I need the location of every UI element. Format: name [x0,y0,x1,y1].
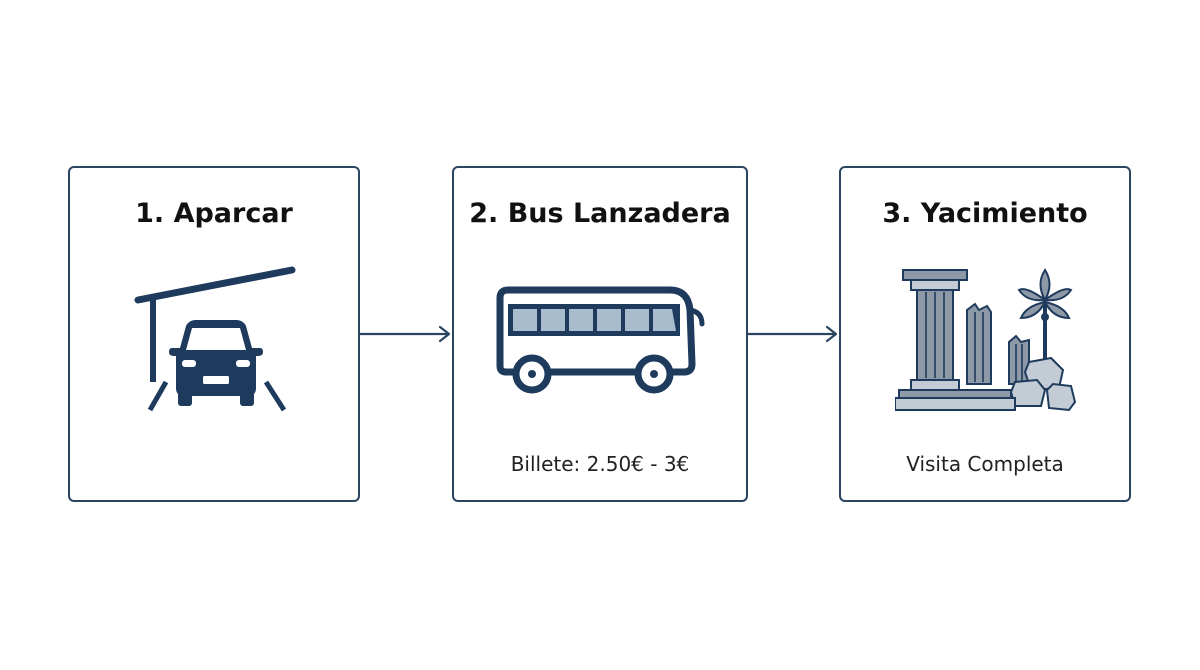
ruins-columns-icon [895,268,1077,412]
carport-car-icon [134,266,296,412]
step-card-parking: 1. Aparcar [68,166,360,502]
step-caption-ticket-price: Billete: 2.50€ - 3€ [510,452,690,476]
step-title-archaeological-site: 3. Yacimiento [882,198,1088,229]
step-title-shuttle-bus: 2. Bus Lanzadera [469,198,731,229]
step-caption-full-visit: Visita Completa [906,452,1064,476]
connector-arrow-2 [748,325,838,343]
step-title-parking: 1. Aparcar [135,198,293,229]
step-card-shuttle-bus: 2. Bus Lanzadera Billete: 2.50€ - 3€ [452,166,748,502]
connector-arrow-1 [360,325,451,343]
bus-icon [496,286,705,394]
step-card-archaeological-site: 3. Yacimiento Visita Completa [839,166,1131,502]
